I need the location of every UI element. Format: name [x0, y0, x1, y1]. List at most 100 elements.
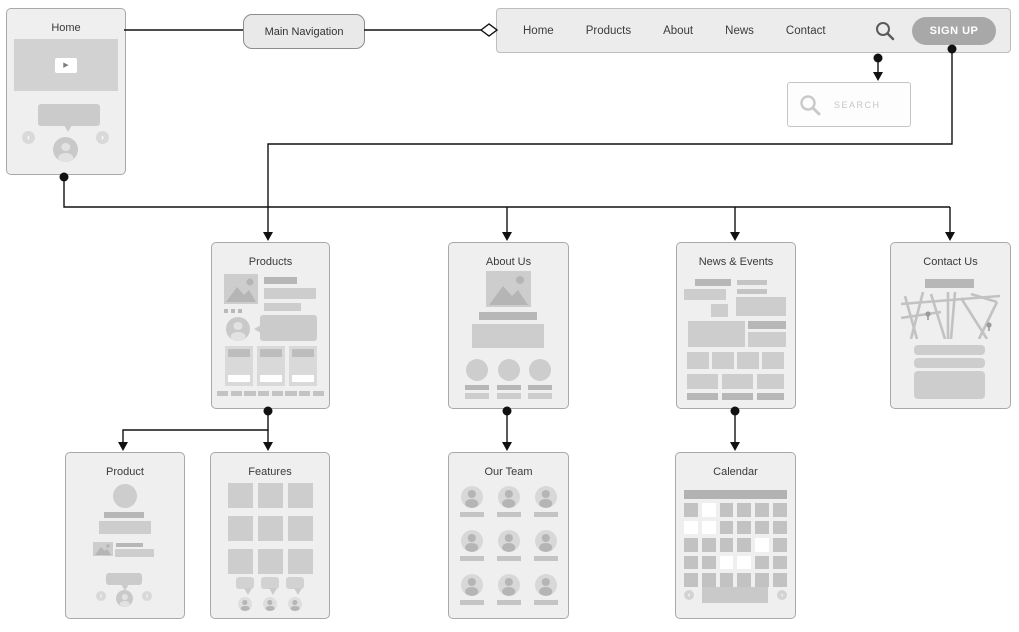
text-block: [711, 304, 728, 317]
quote-bubble: [286, 577, 304, 595]
page-title: Home: [51, 22, 81, 34]
nav-item-news[interactable]: News: [725, 24, 754, 37]
page-title: Our Team: [484, 466, 533, 478]
page-card-news[interactable]: News & Events: [676, 242, 796, 409]
thumb-block: [687, 352, 709, 369]
team-member: [459, 573, 484, 605]
calendar-cell: [755, 520, 770, 535]
avatar: [288, 597, 302, 611]
feature-tile: [258, 516, 283, 541]
feature-tile: [228, 516, 253, 541]
team-member: [533, 573, 558, 605]
text-line: [465, 393, 489, 399]
nav-item-contact[interactable]: Contact: [785, 24, 826, 37]
calendar-cell: [701, 573, 716, 587]
hero-circle: [113, 484, 137, 508]
caption-line: [722, 393, 753, 400]
caption-line: [687, 393, 718, 400]
map-pin-icon: [925, 311, 992, 331]
search-input[interactable]: [832, 98, 906, 111]
heading-line: [695, 279, 731, 286]
calendar-cell: [773, 520, 787, 535]
text-block: [472, 324, 544, 348]
feature-tile: [258, 549, 283, 574]
feature-tile: [258, 483, 283, 508]
sign-up-button[interactable]: SIGN UP: [912, 16, 996, 45]
testimonial-bubble: [38, 104, 100, 132]
team-grid: [453, 479, 564, 611]
team-member: [496, 529, 521, 561]
text-line: [116, 543, 143, 547]
name-line: [459, 555, 484, 561]
connector-products-children: [122, 411, 269, 443]
team-member: [533, 529, 558, 561]
connector-home-rail: [63, 177, 950, 208]
calendar-cell: [737, 520, 752, 535]
search-icon[interactable]: [874, 20, 896, 42]
calendar-cell: [773, 503, 787, 517]
calendar-cell: [755, 573, 770, 587]
product-tile: [225, 346, 253, 386]
calendar-cell: [773, 538, 787, 552]
heading-line: [479, 312, 537, 320]
team-member: [533, 485, 558, 517]
main-navigation-label: Main Navigation: [264, 25, 344, 38]
heading-line: [104, 512, 144, 518]
calendar-cell: [737, 573, 752, 587]
page-card-about[interactable]: About Us: [448, 242, 569, 409]
carousel-next-button[interactable]: ›: [96, 131, 109, 144]
calendar-cell: [737, 555, 752, 570]
page-card-products[interactable]: Products: [211, 242, 330, 409]
main-navigation-node[interactable]: Main Navigation: [243, 14, 365, 49]
page-card-home[interactable]: Home ▶ ‹ ›: [6, 8, 126, 175]
page-title: News & Events: [698, 256, 774, 268]
play-icon: ▶: [63, 62, 69, 69]
page-card-team[interactable]: Our Team: [448, 452, 569, 619]
text-line: [115, 549, 154, 557]
page-title: Product: [106, 466, 144, 478]
search-icon: [798, 93, 822, 117]
avatar: [116, 590, 133, 607]
calendar-cell: [755, 503, 770, 517]
avatar: [534, 485, 557, 508]
name-line: [528, 385, 552, 390]
nav-item-home[interactable]: Home: [523, 24, 554, 37]
page-card-product[interactable]: Product ‹ ›: [65, 452, 185, 619]
carousel-dots: [224, 309, 242, 313]
avatar: [460, 485, 483, 508]
product-tile: [289, 346, 317, 386]
team-member: [459, 529, 484, 561]
page-card-calendar[interactable]: Calendar ‹ ›: [675, 452, 796, 619]
nav-item-products[interactable]: Products: [585, 24, 632, 37]
nav-item-about[interactable]: About: [663, 24, 694, 37]
carousel-prev-button[interactable]: ‹: [96, 591, 106, 601]
page-card-features[interactable]: Features: [210, 452, 330, 619]
name-line: [465, 385, 489, 390]
heading-line: [264, 277, 297, 284]
search-dropdown: [787, 82, 911, 127]
carousel-next-button[interactable]: ›: [142, 591, 152, 601]
page-card-contact[interactable]: Contact Us: [890, 242, 1011, 409]
image-icon: [489, 276, 528, 305]
calendar-cell: [684, 555, 698, 570]
image-icon: [226, 278, 256, 302]
name-line: [496, 599, 521, 605]
calendar-footer-bar: [702, 587, 768, 603]
calendar-prev-button[interactable]: ‹: [684, 590, 694, 600]
calendar-cell: [719, 520, 734, 535]
play-button[interactable]: ▶: [55, 58, 77, 73]
carousel-prev-button[interactable]: ‹: [22, 131, 35, 144]
thumb-block: [722, 374, 753, 389]
calendar-next-button[interactable]: ›: [777, 590, 787, 600]
text-block: [748, 332, 786, 347]
feature-tile: [288, 483, 313, 508]
calendar-header-bar: [684, 490, 787, 499]
heading-line: [748, 321, 786, 329]
quote-bubble: [236, 577, 254, 595]
text-line: [264, 303, 301, 311]
feature-tile: [228, 549, 253, 574]
quote-bubble: [254, 315, 317, 341]
calendar-cell: [719, 503, 734, 517]
text-line: [737, 289, 767, 294]
